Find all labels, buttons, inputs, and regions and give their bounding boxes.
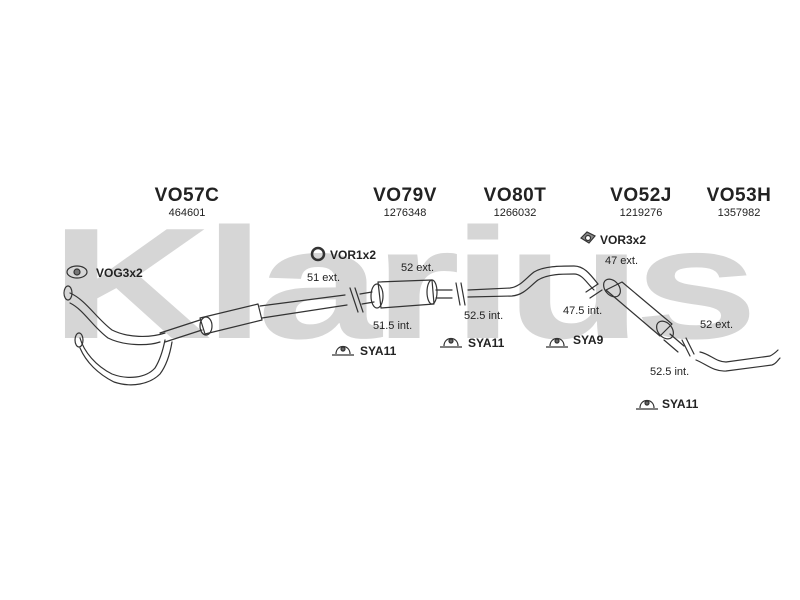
joint-mark-3: [455, 282, 461, 306]
gasket-hole-vor3: [584, 234, 592, 242]
gasket-hole-vog: [73, 268, 81, 276]
dimension-label: 52.5 int.: [650, 366, 690, 378]
part-code: VO53H: [706, 185, 772, 206]
gasket-icon-vog: [66, 265, 88, 279]
dimension-label: 52 ext.: [700, 319, 734, 331]
part-vo57c[interactable]: VO57C 464601: [132, 185, 242, 220]
ring-icon-vor1: [310, 246, 326, 262]
front-pipe-upper: [69, 292, 166, 337]
accessory-label-vor3: VOR3x2: [600, 233, 647, 247]
joint-mark-5: [585, 283, 599, 293]
clamp-icon-sya11-c: [636, 399, 658, 410]
part-number: 464601: [168, 207, 206, 219]
pipe-to-front-silencer-edge: [164, 329, 203, 343]
accessory-label-sya9: SYA9: [573, 333, 604, 347]
accessory-label-vor1: VOR1x2: [330, 248, 377, 262]
front-silencer-end: [199, 316, 213, 336]
accessory-label-sya11-a: SYA11: [360, 344, 397, 358]
intermediate-pipe-top: [467, 265, 599, 291]
rear-silencer-outlet: [663, 333, 685, 353]
dimension-label: 47 ext.: [605, 255, 639, 267]
clamp-icon-sya11-a: [332, 345, 354, 356]
part-code: VO80T: [483, 185, 547, 206]
dimension-label: 51 ext.: [307, 272, 341, 284]
center-silencer-front-cap: [370, 283, 384, 309]
dimension-label: 52.5 int.: [464, 310, 504, 322]
tail-pipe-bottom: [695, 357, 781, 372]
part-number: 1219276: [619, 207, 663, 219]
rear-silencer-body: [605, 281, 673, 337]
front-flange-lower: [74, 332, 84, 348]
dimension-label: 51.5 int.: [373, 320, 413, 332]
part-code: VO57C: [154, 185, 220, 206]
part-vo52j[interactable]: VO52J 1219276: [586, 185, 696, 220]
part-number: 1266032: [493, 207, 537, 219]
part-code: VO52J: [610, 185, 672, 206]
front-pipe-lower: [79, 337, 166, 378]
tail-pipe-top: [699, 349, 779, 363]
accessory-label-vog: VOG3x2: [96, 266, 143, 280]
intermediate-pipe-bottom: [467, 273, 595, 298]
rear-silencer-front-cap: [603, 278, 621, 298]
dimension-label: 52 ext.: [401, 262, 435, 274]
part-code: VO79V: [373, 185, 437, 206]
pipe-silencer-to-mid: [259, 294, 348, 319]
dimension-label: 47.5 int.: [563, 305, 603, 317]
front-flange-upper: [63, 285, 73, 301]
part-number: 1357982: [717, 207, 761, 219]
watermark-text: Klarius: [50, 196, 750, 372]
clamp-icon-sya9: [546, 337, 568, 348]
front-pipe-lower-inner: [79, 341, 173, 386]
joint-mark-1: [349, 287, 359, 313]
accessory-label-sya11-b: SYA11: [468, 336, 505, 350]
accessory-label-sya11-c: SYA11: [662, 397, 699, 411]
pipe-to-front-silencer: [159, 319, 201, 334]
part-vo79v[interactable]: VO79V 1276348: [350, 185, 460, 220]
center-silencer-body: [377, 279, 435, 309]
center-silencer-rear-cap: [426, 279, 438, 305]
joint-mark-4: [460, 282, 466, 306]
front-silencer-body: [199, 303, 263, 335]
part-vo80t[interactable]: VO80T 1266032: [460, 185, 570, 220]
joint-mark-8: [685, 337, 695, 355]
rear-silencer-rear-cap: [656, 320, 674, 340]
part-number: 1276348: [383, 207, 427, 219]
part-vo53h[interactable]: VO53H 1357982: [684, 185, 794, 220]
center-pipe-outlet: [435, 289, 453, 299]
joint-mark-2: [354, 287, 364, 313]
joint-mark-7: [681, 339, 691, 357]
front-pipe-upper-lower-edge: [69, 302, 161, 346]
clamp-icon-sya11-b: [440, 337, 462, 348]
joint-mark-6: [589, 289, 603, 299]
